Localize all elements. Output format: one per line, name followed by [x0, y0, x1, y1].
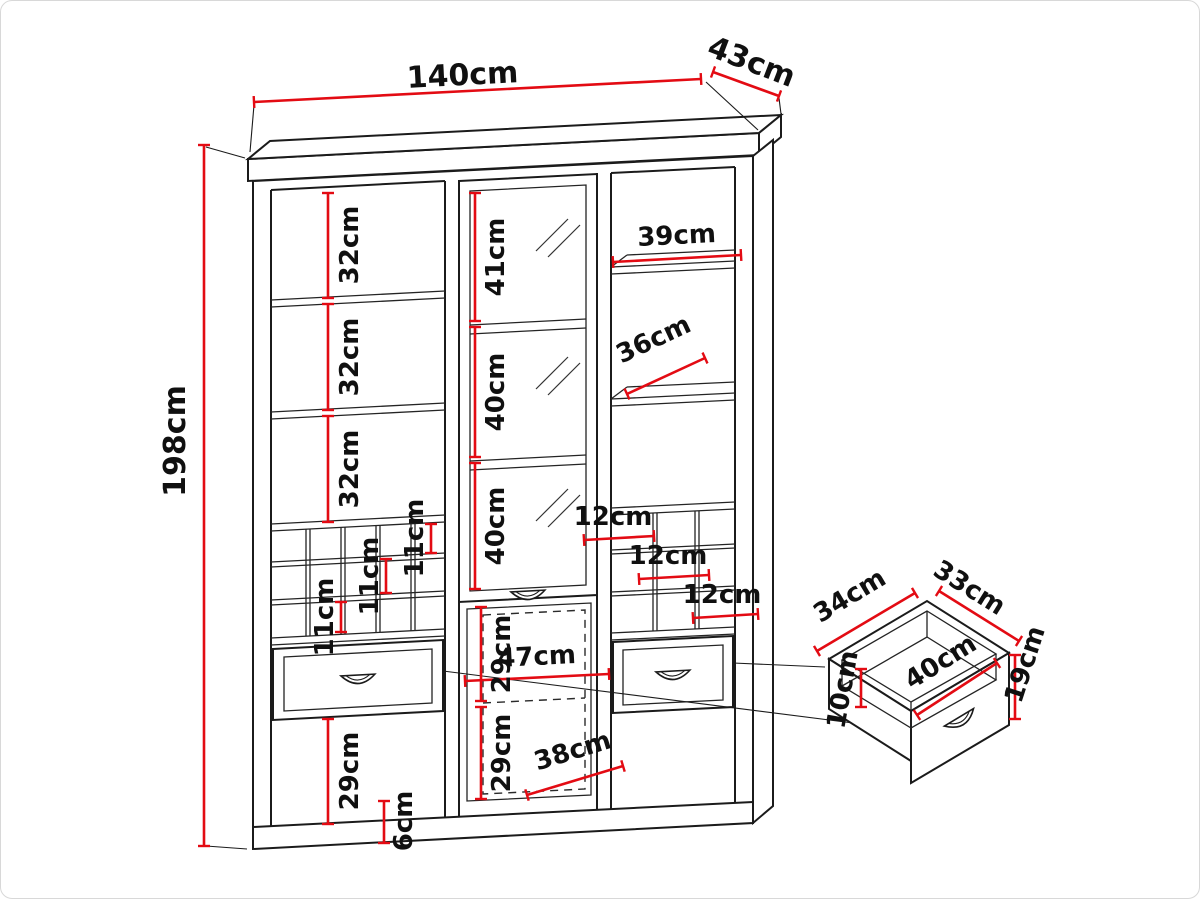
cabinet-right-side	[752, 137, 774, 826]
dim-left-shelf-1: 32cm	[335, 206, 365, 285]
cup-handle-icon	[338, 673, 377, 685]
dim-left-shelf-2: 32cm	[335, 318, 365, 397]
dim-center-pane-2: 40cm	[481, 353, 511, 432]
right-drawer	[612, 634, 734, 715]
dim-left-cubby-1: 11cm	[400, 499, 430, 578]
right-shelves	[610, 249, 736, 641]
top-slab-end	[758, 112, 782, 158]
cabinet-drawing	[245, 112, 784, 851]
cup-handle-icon	[653, 669, 692, 681]
dim-center-lower-1: 29cm	[487, 615, 517, 694]
dim-right-cubby-3: 12cm	[683, 580, 762, 610]
dim-center-lower-2: 29cm	[487, 714, 517, 793]
dim-overall-height: 198cm	[158, 385, 193, 497]
dim-drawer-side-depth: 34cm	[808, 563, 891, 629]
dim-left-cubby-3: 11cm	[310, 578, 340, 657]
dim-left-bottom-space: 29cm	[335, 732, 365, 811]
dim-left-cubby-2: 11cm	[355, 537, 385, 616]
dim-right-cubby-2: 12cm	[629, 541, 708, 571]
left-drawer	[272, 638, 444, 722]
hidden-shelf-line	[482, 697, 586, 704]
dim-left-shelf-3: 32cm	[335, 430, 365, 509]
dim-center-pane-3: 40cm	[481, 487, 511, 566]
cup-handle-icon	[508, 589, 547, 601]
glass-door-frame	[458, 172, 598, 604]
right-drawer-inset	[622, 644, 724, 706]
left-shelves	[270, 290, 446, 646]
dim-right-cubby-1: 12cm	[574, 502, 653, 532]
dim-center-pane-1: 41cm	[481, 218, 511, 297]
dim-plinth-height: 6cm	[389, 791, 419, 852]
dim-overall-width: 140cm	[406, 55, 519, 96]
dim-center-inner-width: 47cm	[497, 640, 577, 674]
left-drawer-inset	[283, 648, 433, 712]
dimension-lines	[198, 65, 1024, 850]
glass-mullions	[469, 318, 587, 471]
dim-right-shelf-width: 39cm	[637, 219, 717, 253]
glass-reflection-icon	[535, 218, 581, 528]
right-column	[610, 249, 736, 715]
